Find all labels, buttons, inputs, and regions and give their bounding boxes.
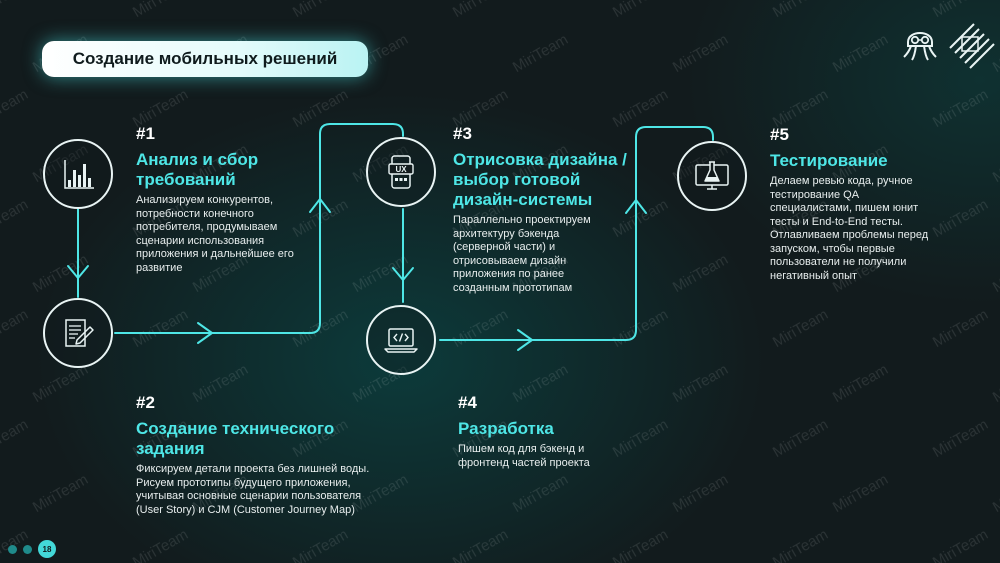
step-5-number: #5 bbox=[770, 125, 789, 144]
arrow-right-4 bbox=[517, 329, 533, 351]
step-2-circle bbox=[43, 298, 113, 368]
laptop-code-icon bbox=[384, 328, 418, 353]
arrow-up-2-3 bbox=[309, 198, 331, 213]
page-number-badge[interactable]: 18 bbox=[38, 540, 56, 558]
connector-2-3 bbox=[114, 123, 404, 334]
bar-chart-icon bbox=[64, 160, 94, 189]
pagination-dot[interactable] bbox=[23, 544, 32, 554]
step-5-description: Делаем ревью кода, ручное тестирование Q… bbox=[770, 175, 929, 282]
step-4-heading: Разработка bbox=[458, 419, 554, 438]
step-5: #5 Тестирование Делаем ревью кода, ручно… bbox=[770, 125, 950, 283]
arrow-down-3-4 bbox=[392, 267, 414, 281]
step-4-circle bbox=[366, 305, 436, 375]
step-1: #1 Анализ и сбор требований Анализируем … bbox=[136, 124, 316, 275]
step-2-description: Фиксируем детали проекта без лишней воды… bbox=[136, 463, 370, 516]
step-3-circle: UX bbox=[366, 137, 436, 207]
step-1-circle bbox=[43, 139, 113, 209]
arrow-down-1-2 bbox=[67, 265, 89, 279]
stripes-geometric-logo-icon bbox=[946, 20, 996, 75]
connector-4-5 bbox=[439, 126, 714, 341]
ux-phone-icon: UX bbox=[388, 155, 414, 189]
step-2: #2 Создание технического задания Фиксиру… bbox=[136, 393, 376, 517]
step-3-number: #3 bbox=[453, 124, 472, 143]
octopus-robot-logo-icon bbox=[898, 22, 942, 71]
flask-monitor-icon bbox=[695, 161, 729, 190]
step-1-description: Анализируем конкурентов, потребности кон… bbox=[136, 194, 294, 274]
svg-text:UX: UX bbox=[395, 165, 407, 174]
step-4-number: #4 bbox=[458, 393, 477, 412]
document-pencil-icon bbox=[65, 319, 94, 347]
step-4-description: Пишем код для бэкенд и фронтенд частей п… bbox=[458, 443, 590, 469]
step-1-number: #1 bbox=[136, 124, 155, 143]
step-3-description: Параллельно проектируем архитектуру бэке… bbox=[453, 214, 591, 294]
step-1-heading: Анализ и сбор требований bbox=[136, 150, 259, 189]
arrow-right-2 bbox=[197, 322, 213, 344]
step-4: #4 Разработка Пишем код для бэкенд и фро… bbox=[458, 393, 658, 470]
arrow-up-4-5 bbox=[625, 199, 647, 214]
step-3: #3 Отрисовка дизайна / выбор готовой диз… bbox=[453, 124, 643, 295]
step-5-circle bbox=[677, 141, 747, 211]
pagination-dot[interactable] bbox=[8, 544, 17, 554]
page-title: Создание мобильных решений bbox=[42, 41, 368, 77]
step-3-heading: Отрисовка дизайна / выбор готовой дизайн… bbox=[453, 150, 627, 209]
step-2-heading: Создание технического задания bbox=[136, 419, 335, 458]
step-2-number: #2 bbox=[136, 393, 155, 412]
step-5-heading: Тестирование bbox=[770, 151, 888, 170]
pagination: 18 bbox=[8, 540, 56, 558]
